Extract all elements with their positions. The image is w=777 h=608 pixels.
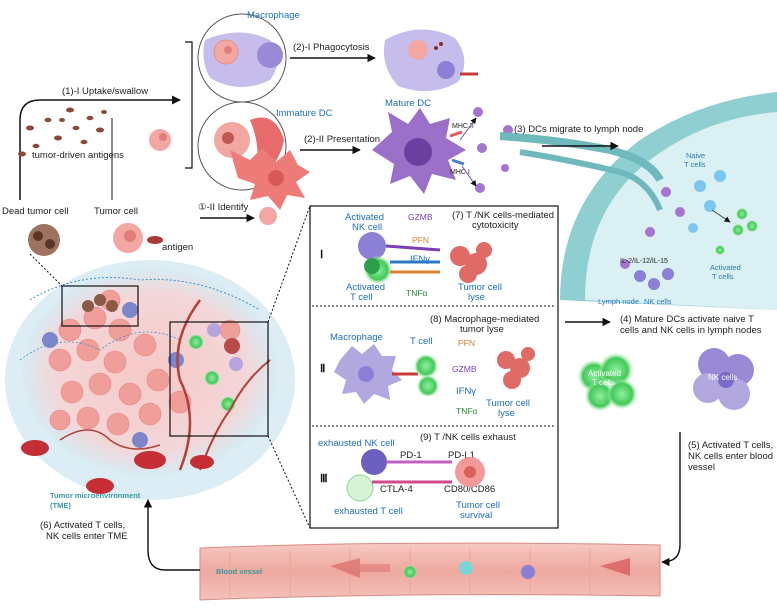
dead-tumor-cell [28,224,60,256]
panel-2-title-1: (8) Macrophage-mediated [430,314,539,325]
zoom-line-bottom [267,435,311,529]
step5-label-1: (5) Activated T cells, [688,440,773,451]
p2-lyse-1: Tumor cell [486,398,530,409]
tme-label-1: Tumor microenvironment [50,491,141,500]
nk-big-label: NK cells [708,373,737,382]
p1-nk-label-1: Activated [345,212,384,223]
activated-t-big-1: Activated [588,369,621,378]
p1-cells [358,232,492,284]
uptake-arrow [19,95,181,200]
p1-nk-label-2: NK cell [352,222,382,233]
phagocytosing-macrophage [383,29,478,92]
step5-label-2: NK cells enter blood [688,451,773,462]
naive-t-label-1: Naive [686,151,705,160]
p3-cells [346,449,485,502]
panel-1-title-1: (7) T /NK cells-mediated [452,210,554,221]
panel-1-roman: Ⅰ [320,249,323,261]
immature-dc-cell [230,148,310,210]
p2-t-label: T cell [410,336,433,347]
activated-t-lymph-2: T cells [712,272,734,281]
step6-label-2: NK cells enter TME [46,531,128,542]
p1-t-label-1: Activated [346,282,385,293]
migrate-label: (3) DCs migrate to lymph node [514,124,643,135]
panel-1-title-2: cytotoxicity [472,220,519,231]
immature-dc-label: Immature DC [276,108,333,119]
mature-dc-cell [372,108,466,194]
dead-tumor-cell-label: Dead tumor cell [2,206,69,217]
activated-t-big-2: T cells [592,378,615,387]
lymph-node [499,92,777,310]
cytokines-label: IL-2/IL-12/IL-15 [620,258,668,265]
p2-lyse-2: lyse [498,408,515,419]
p3-survival-1: Tumor cell [456,500,500,511]
panel-3-roman: Ⅲ [320,473,328,485]
p3-pdl1: PD-L1 [448,450,475,461]
step5-label-3: vessel [688,462,715,473]
tumor-cell-label: Tumor cell [94,206,138,217]
tumor-cell-top [149,129,171,151]
step6-arrow [143,499,200,571]
tme-label-2: (TME) [50,501,71,510]
step4-label-1: (4) Mature DCs activate naive T [620,314,754,325]
p3-exh-t: exhausted T cell [334,506,403,517]
tumor-cell [113,223,143,253]
lymph-node-label: Lymph node [598,297,639,306]
presentation-label: (2)-II Presentation [304,134,380,145]
p1-lyse-2: lyse [468,292,485,303]
split-bracket [185,41,193,169]
naive-t-label-2: T cells [684,160,706,169]
mhc1-label: MHC I [450,169,470,176]
tumor-antigens-label: tumor-driven antigens [32,150,124,161]
p1-tnf: TNFα [406,288,428,298]
activated-t-cluster [578,353,637,411]
macrophage-label: Macrophage [247,10,300,21]
p1-gzmb: GZMB [408,212,433,222]
antigen-particles [18,107,107,157]
p3-pd1: PD-1 [400,450,422,461]
panel-2-roman: Ⅱ [320,363,325,375]
panel-3-title: (9) T /NK cells exhaust [420,432,516,443]
panel-2-title-2: tumor lyse [460,324,504,335]
p3-exh-nk: exhausted NK cell [318,438,395,449]
identify-label: ①-II Identify [198,202,248,213]
p1-pfn: PFN [412,235,429,245]
zoom-line-top [267,205,311,323]
tumor-microenvironment [5,260,295,500]
panel-zoom-box [169,321,269,437]
uptake-label: (1)-I Uptake/swallow [62,86,148,97]
red-blood-cells [21,440,214,494]
p3-ctla4: CTLA-4 [380,484,413,495]
p3-survival-2: survival [460,510,492,521]
p3-cd80: CD80/CD86 [444,484,495,495]
mhc2-label: MHC II [452,123,474,130]
blood-vessel-label: Blood vessel [216,567,262,576]
p1-lyse-1: Tumor cell [458,282,502,293]
migrating-dcs [459,107,513,193]
antigen-label: antigen [162,242,193,253]
step5-arrow [661,432,681,567]
blood-vessel [199,542,661,601]
activated-t-lymph-1: Activated [710,263,741,272]
dc-antigen [147,207,277,244]
phagocytosis-label: (2)-I Phagocytosis [293,42,370,53]
dead-cell-zoom-box [61,285,139,327]
p2-cells [334,344,535,404]
macrophage-circle [197,13,287,103]
dead-cell-dotted-line [29,253,65,289]
p2-tnf: TNFα [456,406,478,416]
p2-ifn: IFNγ [456,386,476,397]
step4-label-2: cells and NK cells in lymph nodes [620,325,762,336]
nk-cells-lymph-label: NK cells [644,297,672,306]
p1-ifn: IFNγ [410,254,430,265]
p2-pfn: PFN [458,338,475,348]
step6-label-1: (6) Activated T cells, [40,520,125,531]
p2-macrophage-label: Macrophage [330,332,383,343]
p1-t-label-2: T cell [350,292,373,303]
p2-gzmb: GZMB [452,364,477,374]
nk-cell-cluster [693,348,754,410]
mature-dc-label: Mature DC [385,98,431,109]
